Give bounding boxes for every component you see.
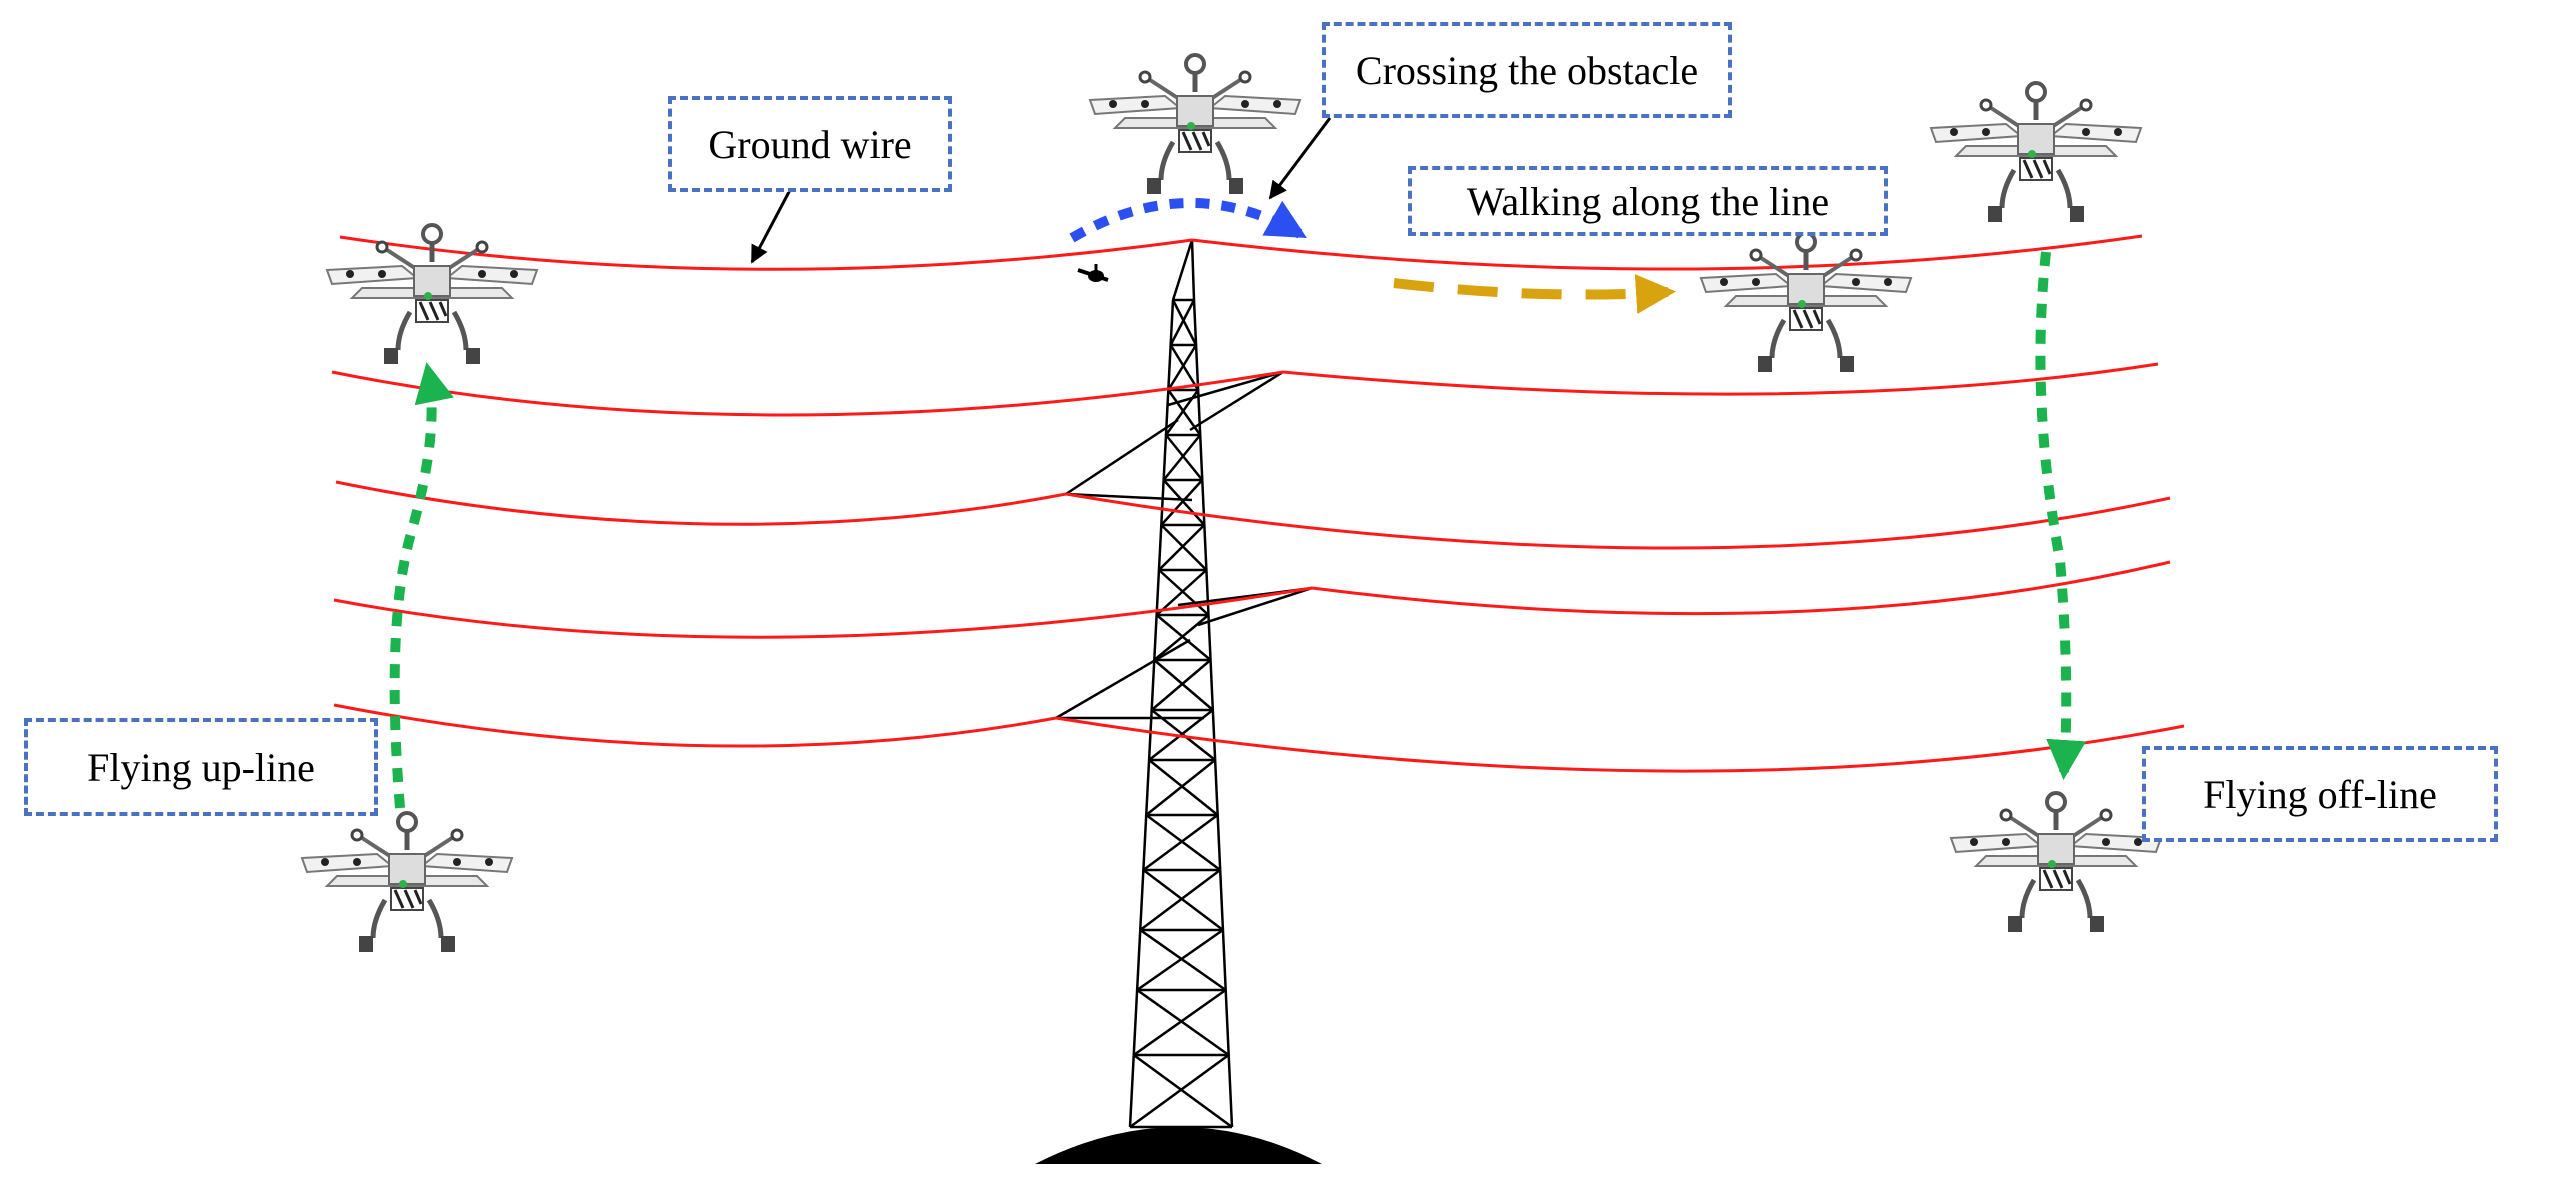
tower-brace (1133, 988, 1227, 1057)
walking-arrow (1393, 274, 1676, 314)
drone-robot-icon (1701, 233, 1911, 372)
tower-brace (1155, 614, 1212, 661)
conductor-4-left (333, 703, 1057, 748)
conductor-2-left (335, 480, 1067, 526)
tower-brace (1153, 614, 1210, 661)
tower-brace (1129, 1053, 1230, 1129)
ground-wire-left (339, 235, 1193, 271)
drone-robot-icon (1090, 55, 1300, 194)
tower-brace (1150, 659, 1212, 711)
tower-brace (1167, 344, 1198, 391)
tower-icon (1035, 239, 1322, 1164)
tower-brace (1142, 813, 1219, 872)
tower-brace (1155, 569, 1208, 616)
conductor-3-left (333, 586, 1313, 639)
conductors (331, 234, 2185, 773)
drone-robot-icon (1931, 83, 2141, 222)
ground-wire-label: Ground wire (668, 96, 952, 192)
conductor-3-right (1311, 560, 2171, 616)
tower-brace (1148, 759, 1219, 816)
tower-brace (1169, 344, 1200, 391)
ground-wire-pointer (750, 189, 792, 264)
tower-brace (1133, 1053, 1233, 1129)
flying-off-arrow (2035, 251, 2087, 780)
tower-brace (1136, 928, 1224, 992)
tower-brace (1162, 434, 1202, 481)
tower-brace (1142, 869, 1224, 931)
ground-wire-right (1191, 234, 2143, 271)
conductor-1-left (331, 370, 1284, 417)
drone-robot-icon (327, 225, 537, 364)
flying-off-line-label: Flying off-line (2142, 746, 2498, 842)
conductor-4-right (1055, 716, 2185, 773)
tower-brace (1153, 659, 1214, 711)
insulator-icon (1076, 262, 1110, 284)
tower-brace (1162, 479, 1206, 526)
drone-robot-icon (302, 813, 512, 952)
tower-brace (1139, 869, 1221, 931)
tower-brace (1158, 569, 1210, 616)
drone-robot-icon (1951, 793, 2161, 932)
tower-brace (1164, 389, 1200, 436)
tower-brace (1160, 479, 1204, 526)
tower-brace (1160, 524, 1208, 571)
tower-brace (1139, 928, 1227, 992)
tower-brace (1158, 524, 1206, 571)
tower-brace (1167, 389, 1202, 436)
conductor-2-right (1065, 492, 2171, 550)
crossing-pointer (1268, 117, 1332, 200)
flying-up-line-label: Flying up-line (24, 718, 378, 816)
tower-brace (1165, 434, 1204, 481)
crossing-obstacle-label: Crossing the obstacle (1322, 22, 1732, 118)
crossing-arrow (1069, 198, 1307, 243)
conductor-1-right (1282, 362, 2159, 396)
walking-along-line-label: Walking along the line (1408, 166, 1888, 236)
flying-up-arrow (389, 362, 454, 809)
tower-brace (1136, 988, 1230, 1057)
tower-brace (1169, 299, 1196, 346)
tower-brace (1145, 813, 1221, 872)
tower-brace (1145, 759, 1216, 816)
tower-brace (1171, 299, 1198, 346)
